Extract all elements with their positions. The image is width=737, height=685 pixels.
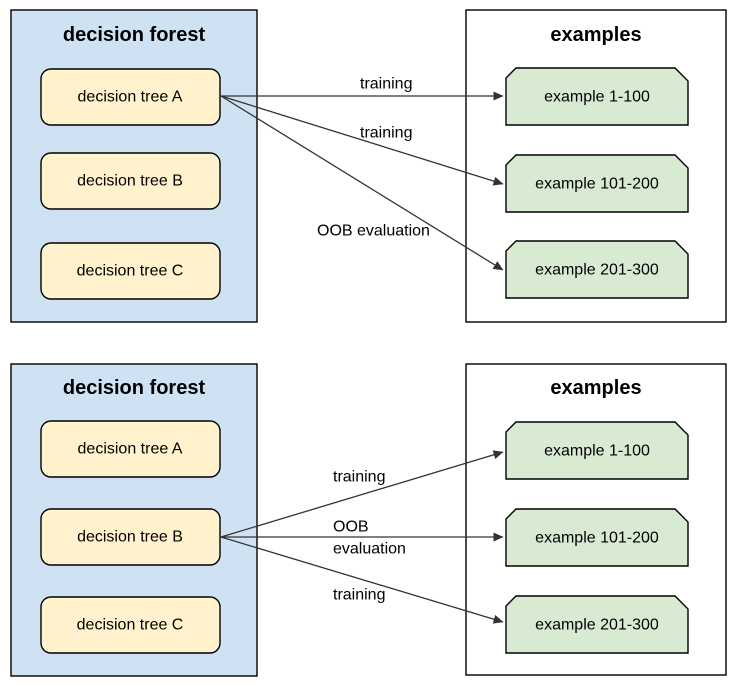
example-box-101-200 [505, 508, 689, 567]
arrow-tree-a-to-example-101-200 [220, 95, 504, 186]
examples-title: examples [550, 377, 641, 399]
example-box-1-100 [505, 421, 689, 480]
arrow-label-oob-line-2: evaluation [333, 541, 406, 558]
example-box-201-300 [505, 595, 689, 654]
arrow-tree-b-to-example-1-100 [220, 450, 504, 538]
arrow-label-training-1: training [360, 76, 412, 93]
example-label-201-300: example 201-300 [535, 262, 659, 279]
tree-box-c [40, 242, 221, 300]
forest-title: decision forest [63, 24, 206, 46]
arrow-label-oob-line-1: OOB [333, 519, 369, 536]
example-box-101-200 [505, 154, 689, 213]
tree-label-b: decision tree B [77, 173, 183, 190]
example-label-101-200: example 101-200 [535, 530, 659, 547]
tree-box-a [40, 68, 221, 126]
tree-label-c: decision tree C [77, 263, 184, 280]
tree-box-c [40, 596, 221, 654]
arrow-tree-a-to-example-201-300 [220, 95, 504, 271]
panel-bottom: decision forest decision tree A decision… [10, 363, 727, 677]
example-box-201-300 [505, 240, 689, 299]
tree-box-a [40, 420, 221, 478]
arrow-label-training-2: training [360, 125, 412, 142]
tree-label-a: decision tree A [78, 89, 183, 106]
arrow-label-oob-evaluation: OOB evaluation [317, 223, 430, 240]
arrow-label-training-1: training [333, 469, 385, 486]
arrow-label-training-2: training [333, 587, 385, 604]
tree-box-b [40, 152, 221, 210]
examples-title: examples [550, 24, 641, 46]
example-label-201-300: example 201-300 [535, 617, 659, 634]
arrow-tree-b-to-example-201-300 [220, 536, 504, 624]
forest-title: decision forest [63, 377, 206, 399]
example-label-101-200: example 101-200 [535, 176, 659, 193]
tree-box-b [40, 508, 221, 566]
example-box-1-100 [505, 67, 689, 126]
tree-label-a: decision tree A [78, 441, 183, 458]
tree-label-b: decision tree B [77, 529, 183, 546]
example-label-1-100: example 1-100 [544, 443, 650, 460]
example-label-1-100: example 1-100 [544, 89, 650, 106]
tree-label-c: decision tree C [77, 617, 184, 634]
panel-top: decision forest decision tree A decision… [10, 9, 727, 323]
